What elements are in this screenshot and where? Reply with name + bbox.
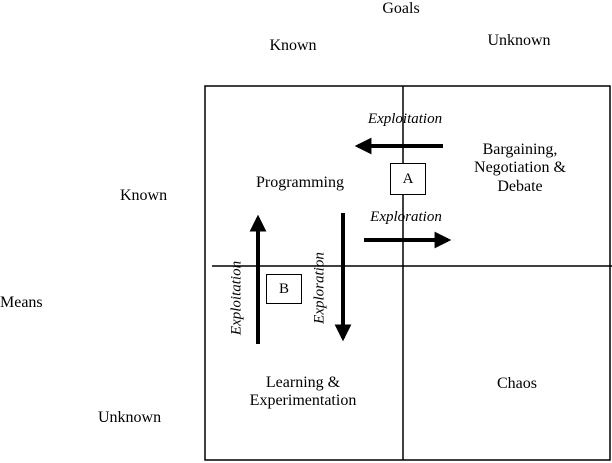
quadrant-bargaining-line-1: Bargaining, [482, 141, 558, 158]
goals-axis-title: Goals [382, 0, 420, 17]
goals-unknown-label: Unknown [487, 32, 551, 49]
marker-a: A [390, 163, 426, 195]
exploitation-label-left: Exploitation [228, 260, 245, 336]
quadrant-bargaining: Bargaining, Negotiation & Debate [474, 141, 566, 196]
quadrant-bargaining-line-2: Negotiation & [474, 159, 566, 177]
goals-known-label: Known [269, 37, 317, 54]
exploration-label-top: Exploration [370, 209, 442, 225]
means-known-label: Known [120, 187, 168, 204]
exploration-label-left: Exploration [311, 252, 328, 324]
marker-b: B [266, 274, 302, 304]
quadrant-learning: Learning & Experimentation [250, 374, 357, 411]
quadrant-programming: Programming [256, 174, 344, 191]
means-axis-title: Means [0, 294, 43, 311]
matrix-frame [204, 85, 611, 461]
quadrant-bargaining-line-3: Debate [497, 177, 543, 195]
means-unknown-label: Unknown [98, 409, 162, 426]
quadrant-learning-line-2: Experimentation [249, 392, 357, 410]
quadrant-chaos: Chaos [497, 375, 537, 392]
quadrant-learning-line-1: Learning & [265, 374, 341, 391]
exploitation-label-top: Exploitation [367, 111, 443, 127]
